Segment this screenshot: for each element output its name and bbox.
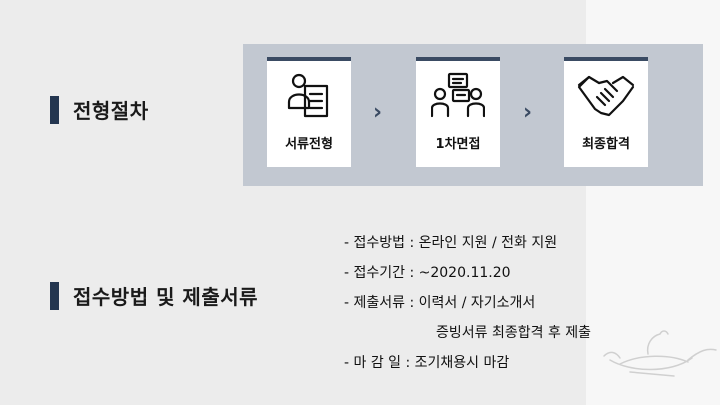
title-accent-bar (50, 281, 59, 310)
section-title-application: 접수방법 및 제출서류 (50, 281, 258, 310)
interview-icon (431, 71, 485, 119)
info-row-deadline: - 마 감 일 : 조기채용시 마감 (344, 355, 510, 371)
application-info-list: - 접수방법 : 온라인 지원 / 전화 지원 - 접수기간 : ~2020.1… (344, 228, 591, 378)
title-accent-bar (50, 95, 59, 124)
document-person-icon (287, 71, 331, 119)
section-title-process: 전형절차 (50, 95, 149, 124)
info-row-period: - 접수기간 : ~2020.11.20 (344, 265, 511, 281)
step-label-interview: 1차면접 (435, 137, 481, 152)
genie-lamp-icon (600, 320, 718, 386)
section-title-application-text: 접수방법 및 제출서류 (73, 285, 259, 309)
section-title-process-text: 전형절차 (73, 99, 149, 123)
step-arrow-1: › (373, 100, 383, 125)
step-label-final: 최종합격 (582, 137, 630, 152)
steps-panel: 서류전형 › 1차면접 › (243, 44, 703, 186)
step-card-document: 서류전형 (267, 57, 351, 167)
step-card-final: 최종합격 (564, 57, 648, 167)
step-label-document: 서류전형 (285, 137, 333, 152)
info-row-method: - 접수방법 : 온라인 지원 / 전화 지원 (344, 235, 558, 251)
step-arrow-2: › (523, 100, 533, 125)
info-row-documents-extra: 증빙서류 최종합격 후 제출 (436, 325, 592, 341)
handshake-icon (577, 71, 635, 119)
step-card-interview: 1차면접 (416, 57, 500, 167)
info-row-documents: - 제출서류 : 이력서 / 자기소개서 (344, 295, 536, 311)
